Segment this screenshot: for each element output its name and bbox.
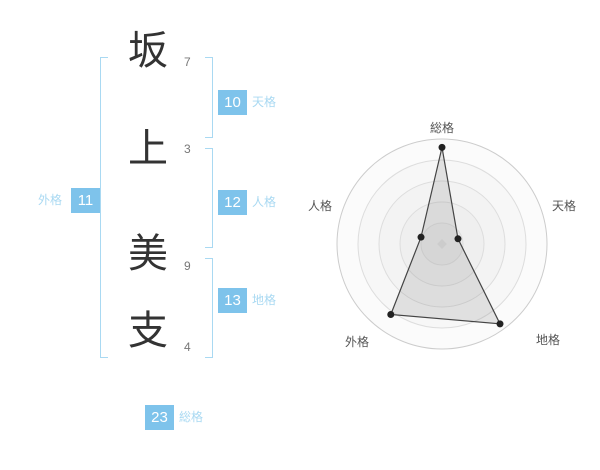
radar-axis-label: 外格 [345, 334, 369, 349]
radar-center-diamond [437, 239, 447, 249]
radar-data-point [496, 320, 504, 328]
stroke-count-2: 3 [184, 142, 191, 156]
radar-data-point [417, 233, 425, 241]
stroke-count-4: 4 [184, 340, 191, 354]
name-char-4: 支 [128, 309, 168, 353]
chikaku-bracket [205, 258, 213, 358]
radar-grid-ring [378, 180, 506, 308]
radar-grid-ring [357, 159, 527, 329]
soukaku-value: 23 [145, 405, 174, 430]
name-char-2: 上 [128, 127, 168, 171]
radar-axis-label: 人格 [308, 198, 332, 213]
jinkaku-bracket [205, 148, 213, 248]
radar-data-point [454, 235, 462, 243]
radar-axis-label: 天格 [552, 198, 576, 213]
radar-axis-label: 地格 [536, 332, 560, 347]
radar-grid-ring [420, 222, 464, 266]
radar-data-polygon [389, 147, 502, 325]
radar-data-point [387, 311, 395, 319]
name-char-3: 美 [128, 232, 168, 276]
soukaku-label: 総格 [179, 410, 204, 424]
jinkaku-value: 12 [218, 190, 247, 215]
chikaku-label: 地格 [252, 293, 277, 307]
radar-grid-ring [336, 138, 548, 350]
gaikaku-label: 外格 [38, 193, 63, 207]
tenkaku-label: 天格 [252, 95, 277, 109]
stroke-count-1: 7 [184, 55, 191, 69]
gaikaku-value: 11 [71, 188, 100, 213]
radar-axis-label: 総格 [430, 120, 454, 135]
gaikaku-bracket [100, 57, 108, 358]
chikaku-value: 13 [218, 288, 247, 313]
name-stroke-panel: 坂 上 美 支 7 3 9 4 外格 11 10 天格 12 人格 13 地格 … [38, 29, 277, 430]
jinkaku-label: 人格 [252, 195, 277, 209]
stroke-count-3: 9 [184, 259, 191, 273]
name-char-1: 坂 [128, 29, 168, 73]
tenkaku-value: 10 [218, 90, 247, 115]
radar-grid-ring [399, 201, 485, 287]
tenkaku-bracket [205, 57, 213, 138]
radar-data-point [438, 143, 446, 151]
